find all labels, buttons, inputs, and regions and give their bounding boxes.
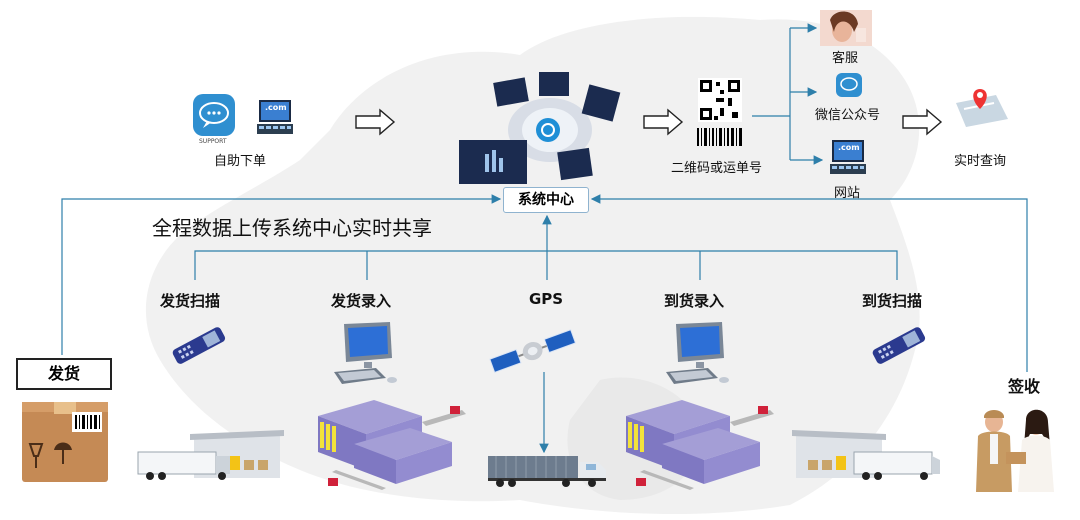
arrival-scan-label: 到货扫描 [862, 292, 923, 310]
map-location-pin-icon [950, 85, 1010, 133]
com-text-2: .com [838, 143, 860, 152]
customer-service-photo [820, 10, 872, 50]
gps-satellite-icon [488, 326, 578, 382]
hollow-arrow-3 [902, 108, 943, 136]
support-caption: SUPPORT [199, 138, 227, 145]
system-center-box: 系统中心 [503, 187, 589, 213]
website-label: 网站 [834, 186, 861, 201]
ship-scan-label: 发货扫描 [160, 292, 221, 310]
hollow-arrow-1 [355, 108, 396, 136]
com-text-1: .com [265, 103, 287, 112]
realtime-query-label: 实时查询 [954, 154, 1007, 169]
barcode-icon [696, 126, 744, 154]
customer-service-label: 客服 [832, 51, 859, 66]
support-chat-icon [191, 92, 237, 142]
system-center-graphic [455, 70, 645, 194]
wechat-official-label: 微信公众号 [815, 108, 881, 123]
line-nodes-bus [194, 250, 898, 280]
sorting-warehouse-icon [312, 392, 472, 506]
wechat-chat-icon [835, 72, 863, 102]
gps-label: GPS [529, 290, 564, 308]
line-sign-to-center [590, 194, 1028, 372]
loading-dock-truck-icon [134, 430, 284, 490]
website-computer-icon [255, 98, 295, 142]
line-ship-to-center [61, 194, 502, 355]
loading-dock-truck-icon-2 [792, 430, 942, 490]
arrival-entry-label: 到货录入 [664, 292, 725, 310]
hollow-arrow-2 [643, 108, 684, 136]
sorting-warehouse-icon-2 [620, 392, 780, 506]
ship-box-label: 发货 [16, 358, 112, 390]
desktop-computer-icon [330, 320, 400, 394]
parcel-box-icon [20, 398, 112, 490]
qr-or-waybill-label: 二维码或运单号 [671, 161, 763, 176]
self-order-label: 自助下单 [214, 154, 267, 169]
desktop-computer-icon-2 [662, 320, 732, 394]
sign-receipt-label: 签收 [1008, 377, 1041, 396]
qr-code-icon [698, 78, 742, 126]
courier-handover-photo [972, 406, 1062, 496]
website-computer-icon-2 [828, 138, 868, 182]
ship-entry-label: 发货录入 [331, 292, 392, 310]
container-truck-icon [486, 452, 610, 492]
handheld-scanner-icon-2 [866, 320, 930, 376]
handheld-scanner-icon [166, 320, 230, 376]
slogan-text: 全程数据上传系统中心实时共享 [152, 216, 432, 240]
